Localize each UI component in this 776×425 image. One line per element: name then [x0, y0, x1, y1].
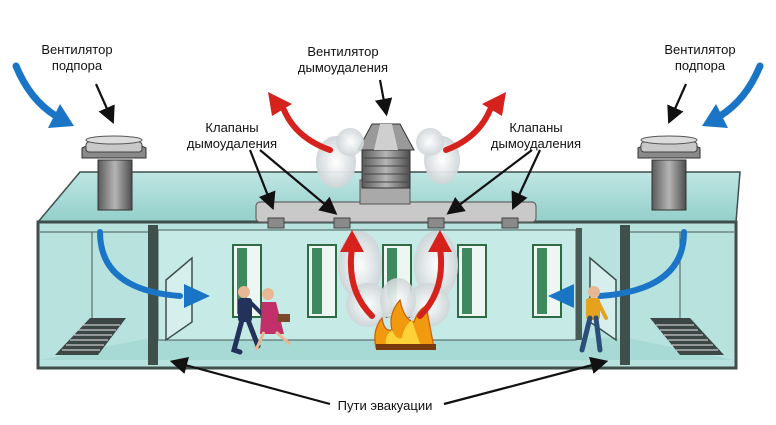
label-line: Пути эвакуации: [337, 398, 433, 413]
smoke-valves-label-right: Клапаны дымоудаления: [476, 120, 596, 152]
pointer-arrow: [94, 79, 688, 406]
smoke-exhaust-fan-label: Вентилятор дымоудаления: [278, 44, 408, 76]
label-line: подпора: [674, 58, 726, 73]
person-running-icon: [579, 286, 608, 353]
person-running-icon: [230, 286, 291, 355]
supply-fan-label-left: Вентилятор подпора: [22, 42, 132, 74]
door-icon: [307, 244, 337, 318]
supply-air-arrow: [12, 62, 764, 128]
label-line: Клапаны: [205, 120, 259, 135]
smoke-cloud-icon: [338, 231, 458, 327]
fire-icon: [374, 298, 436, 350]
fire-door-left: [165, 256, 193, 342]
smoke-flow-arrow: [340, 230, 452, 319]
label-line: подпора: [51, 58, 103, 73]
door-icon: [457, 244, 487, 318]
stair-grille-right: [650, 318, 724, 355]
smoke-exhaust-fan-icon: [357, 123, 415, 189]
evacuation-routes-label: Пути эвакуации: [300, 398, 470, 414]
supply-air-arrow: [97, 229, 687, 308]
label-line: Вентилятор: [664, 42, 736, 57]
smoke-valve: [267, 217, 519, 229]
label-line: Вентилятор: [41, 42, 113, 57]
supply-fan-label-right: Вентилятор подпора: [645, 42, 755, 74]
smoke-flow-arrow: [268, 92, 506, 153]
label-line: Клапаны: [509, 120, 563, 135]
stair-grille-left: [55, 318, 126, 355]
door-icon: [532, 244, 562, 318]
supply-fan-icon: [81, 135, 147, 211]
label-line: дымоудаления: [186, 136, 278, 151]
label-line: дымоудаления: [490, 136, 582, 151]
label-line: Вентилятор: [307, 44, 379, 59]
label-line: дымоудаления: [297, 60, 389, 75]
supply-fan-icon: [637, 135, 701, 211]
smoke-valves-label-left: Клапаны дымоудаления: [172, 120, 292, 152]
